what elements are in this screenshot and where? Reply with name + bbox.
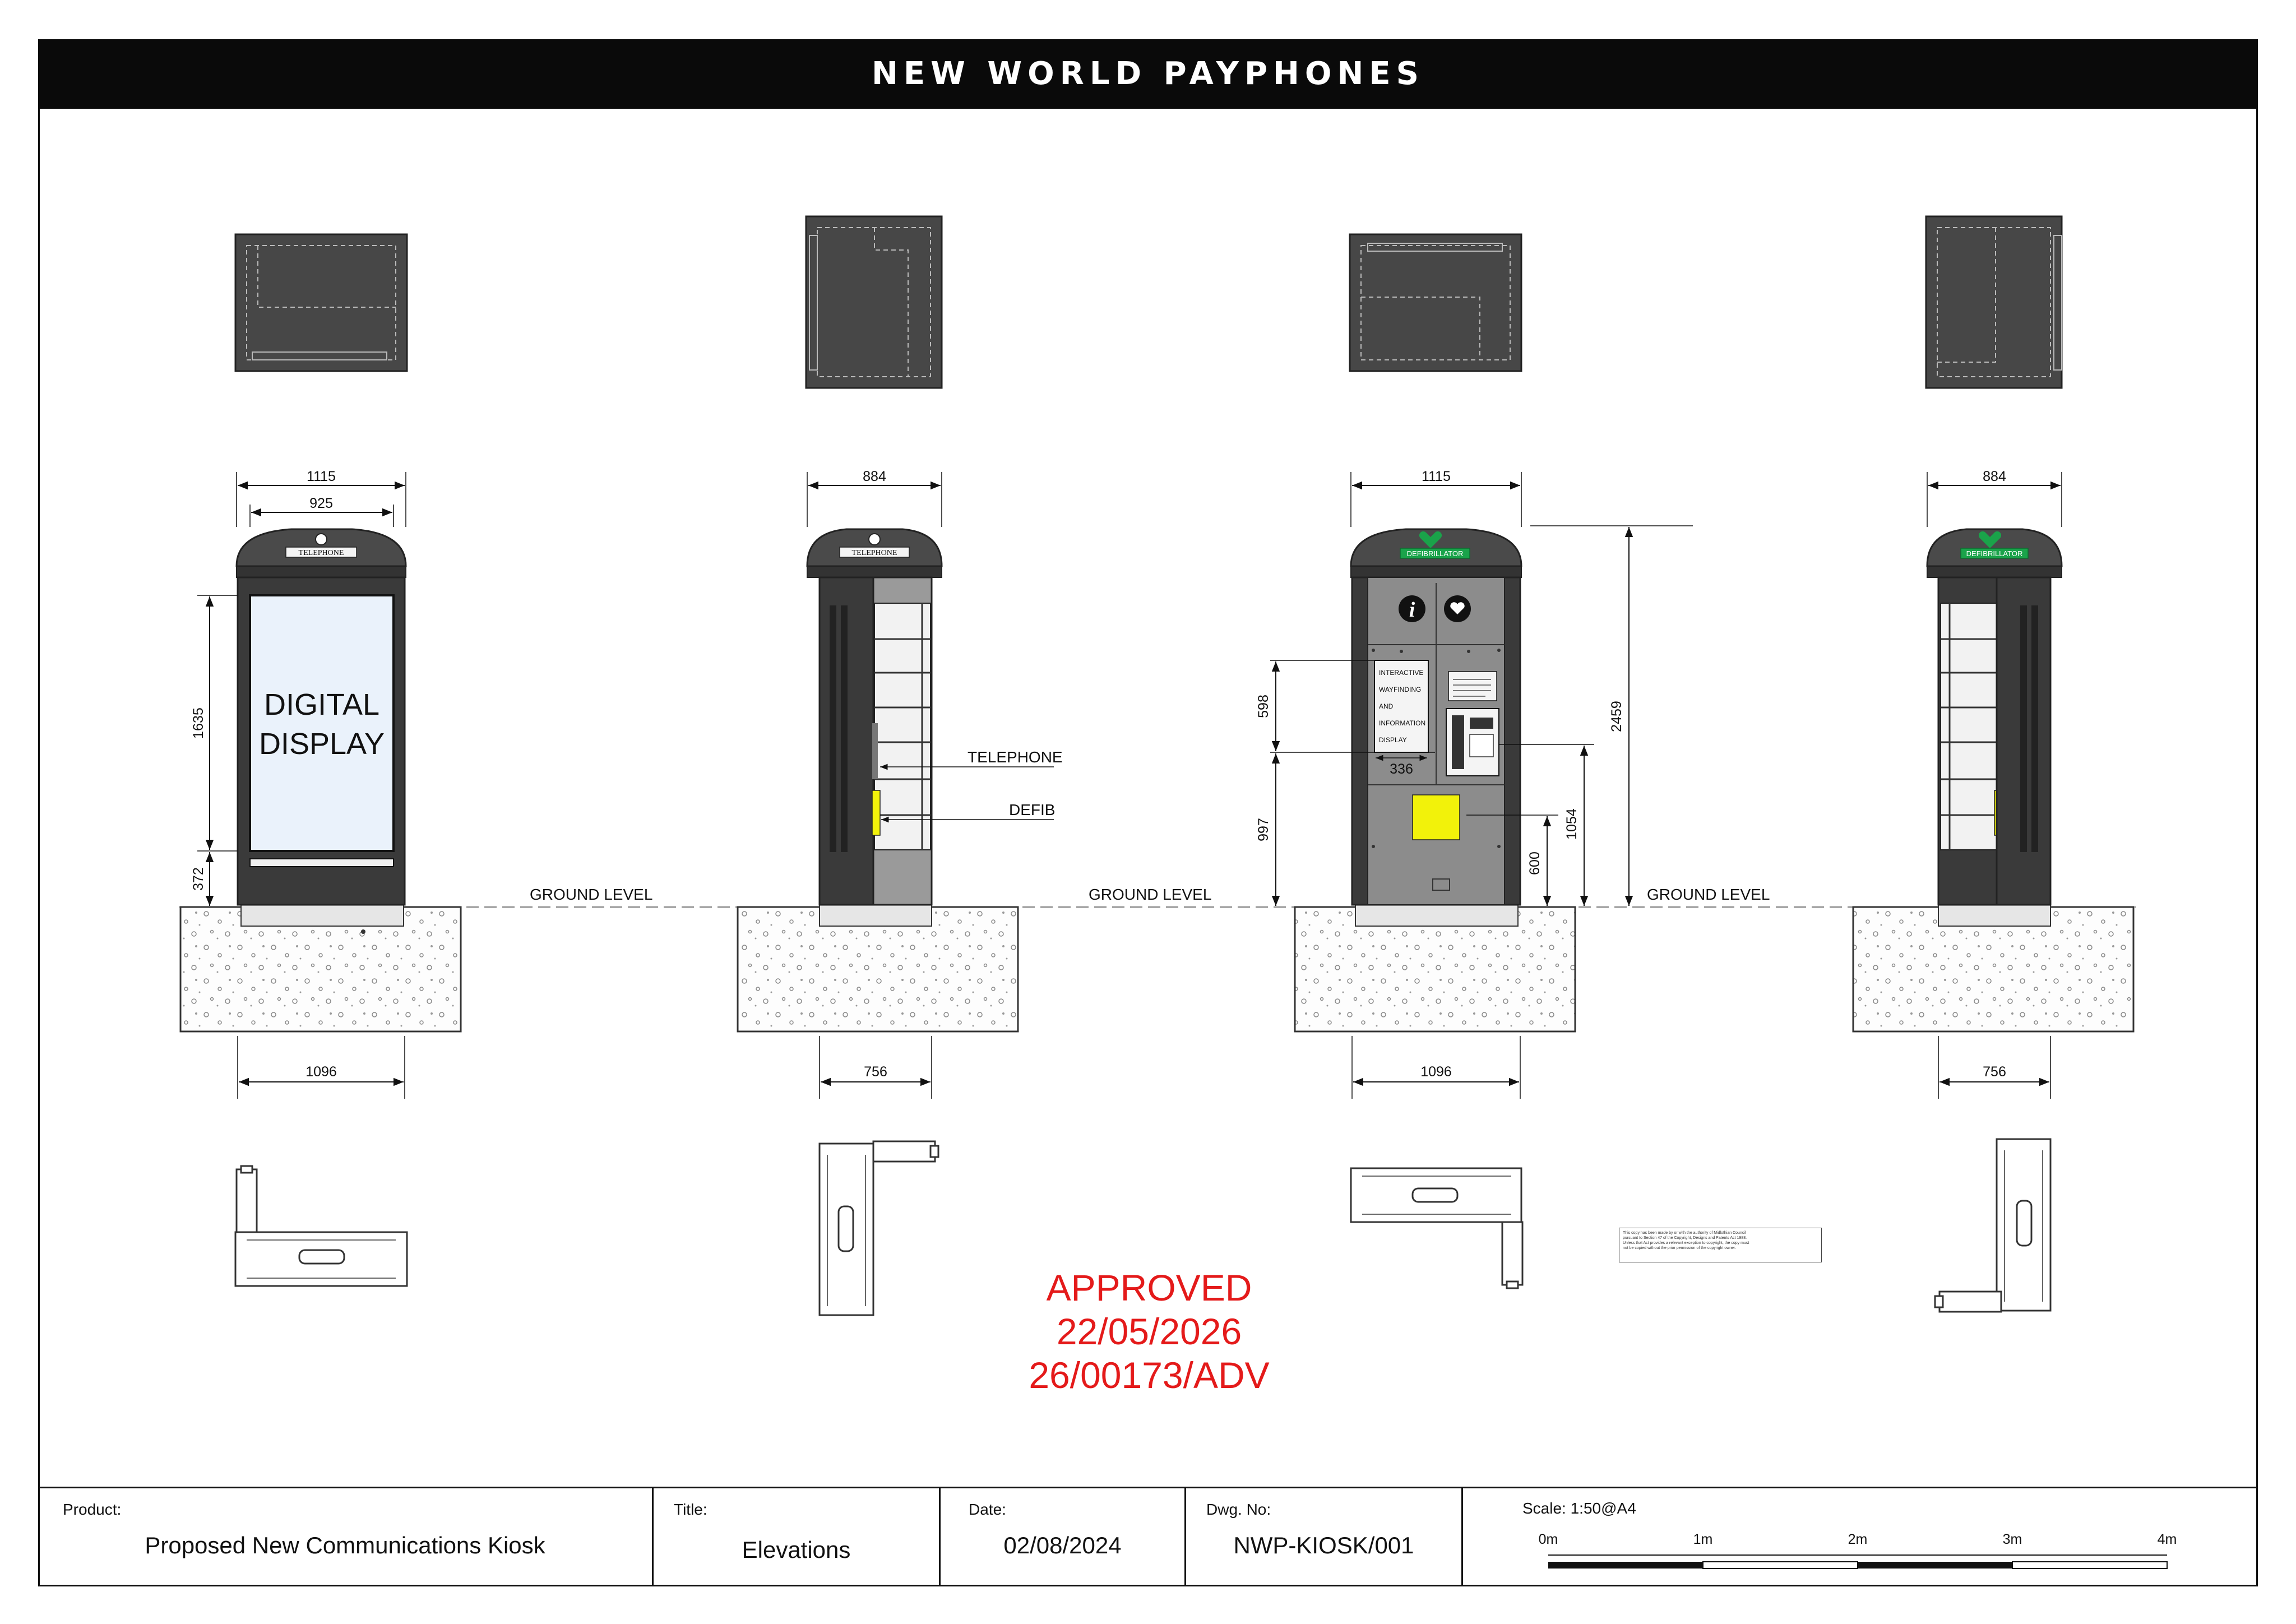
info-icon: [315, 533, 327, 545]
dims-kiosk-2: 884 TELEPHONE DEFIB 756: [807, 469, 1063, 1099]
stamp-date: 22/05/2026: [1056, 1311, 1242, 1352]
scale-tick-1: 1m: [1693, 1532, 1713, 1547]
defib-unit-front: [1412, 794, 1460, 840]
scale-bar: 0m 1m 2m 3m 4m: [1539, 1532, 2177, 1569]
dwg-label: Dwg. No:: [1206, 1501, 1271, 1518]
title-block: Product: Proposed New Communications Kio…: [38, 1487, 2258, 1586]
foundation-2: [737, 906, 1019, 1033]
header-title: NEW WORLD PAYPHONES: [872, 55, 1424, 92]
scale-label: Scale: 1:50@A4: [1522, 1500, 1636, 1517]
display-text-line1: DIGITAL: [264, 688, 379, 721]
dim-756-b: 756: [1983, 1064, 2006, 1080]
kiosk-sign: TELEPHONE: [299, 549, 344, 557]
foundation-4: [1852, 906, 2135, 1033]
kiosk-front-digital: TELEPHONE DIGITAL DISPLAY: [235, 528, 407, 934]
callout-telephone: TELEPHONE: [968, 748, 1063, 766]
dim-1054: 1054: [1564, 808, 1580, 840]
plan-view-bottom-3: [1350, 1167, 1524, 1289]
dim-372: 372: [191, 867, 206, 891]
title-block-product: Product: Proposed New Communications Kio…: [38, 1488, 654, 1586]
display-text-line2: DISPLAY: [259, 727, 385, 761]
plan-view-bottom-2: [818, 1140, 939, 1316]
title-block-date: Date: 02/08/2024: [941, 1488, 1186, 1586]
kiosk-front-defib: DEFIBRILLATOR i INTERACTIVE WAYFINDING A…: [1350, 528, 1522, 927]
panel-text-2: WAYFINDING: [1379, 686, 1421, 693]
kiosk-side-telephone: TELEPHONE: [806, 528, 943, 927]
dims-kiosk-3: 1115 598 997 336 600 1054 2459 1096: [1256, 469, 1693, 1099]
defib-heart-icon: [1419, 531, 1442, 548]
dim-1115-a: 1115: [307, 469, 336, 484]
plan-view-top-3: [1349, 233, 1522, 372]
kiosk-sign: DEFIBRILLATOR: [1966, 549, 2023, 558]
dim-1096-a: 1096: [305, 1064, 337, 1080]
copyright-note: This copy has been made by or with the a…: [1619, 1228, 1822, 1262]
dim-1635: 1635: [191, 707, 206, 739]
header-bar: NEW WORLD PAYPHONES: [38, 39, 2258, 109]
ground-level-label-1: GROUND LEVEL: [530, 886, 652, 903]
title-block-dwg: Dwg. No: NWP-KIOSK/001: [1186, 1488, 1463, 1586]
title-block-title: Title: Elevations: [654, 1488, 941, 1586]
title-label: Title:: [674, 1501, 707, 1518]
dim-1115-b: 1115: [1422, 469, 1451, 484]
date-value: 02/08/2024: [1003, 1532, 1122, 1558]
scale-tick-3: 3m: [2003, 1532, 2022, 1547]
title-value: Elevations: [742, 1537, 851, 1563]
plan-view-top-1: [234, 233, 408, 372]
ground-level-label-2: GROUND LEVEL: [1089, 886, 1211, 903]
kiosk-sign: TELEPHONE: [852, 549, 897, 557]
callout-defib: DEFIB: [1009, 801, 1055, 818]
copyright-note-text: This copy has been made by or with the a…: [1623, 1231, 1749, 1250]
defib-heart-icon: [1978, 531, 2002, 548]
foundation-3: [1294, 906, 1576, 1033]
scale-tick-4: 4m: [2158, 1532, 2177, 1547]
panel-text-3: AND: [1379, 702, 1394, 710]
panel-text-5: DISPLAY: [1379, 736, 1407, 744]
scale-tick-0: 0m: [1539, 1532, 1558, 1547]
stamp-reference: 26/00173/ADV: [1029, 1354, 1270, 1396]
panel-text-1: INTERACTIVE: [1379, 669, 1423, 677]
product-value: Proposed New Communications Kiosk: [145, 1532, 545, 1558]
digital-display-panel: [249, 594, 395, 852]
dim-925: 925: [309, 496, 333, 511]
dim-2459: 2459: [1609, 701, 1624, 732]
dim-997: 997: [1256, 818, 1271, 841]
approval-stamp: APPROVED 22/05/2026 26/00173/ADV: [953, 1266, 1345, 1397]
foundation-1: [179, 906, 462, 1033]
defib-unit-side: [872, 790, 881, 836]
wayfinding-screen: [1374, 660, 1429, 753]
kiosk-sign: DEFIBRILLATOR: [1407, 549, 1464, 558]
info-icon: [868, 533, 881, 545]
dim-884-b: 884: [1983, 469, 2006, 484]
dwg-value: NWP-KIOSK/001: [1233, 1532, 1414, 1558]
panel-text-4: INFORMATION: [1379, 719, 1425, 727]
kiosk-side-defib: DEFIBRILLATOR: [1926, 528, 2063, 927]
date-label: Date:: [969, 1501, 1006, 1518]
dim-336: 336: [1390, 761, 1413, 777]
plan-view-top-4: [1925, 215, 2063, 389]
title-block-scale: Scale: 1:50@A4: [1463, 1488, 2258, 1586]
dim-1096-b: 1096: [1420, 1064, 1452, 1080]
dim-756-a: 756: [864, 1064, 887, 1080]
svg-text:i: i: [1409, 598, 1415, 622]
dims-kiosk-1: 1115 925 1635 372 1096: [191, 469, 406, 1099]
info-circle-icon: [1399, 595, 1425, 622]
scale-tick-2: 2m: [1848, 1532, 1868, 1547]
dims-kiosk-4: 884 756: [1927, 469, 2062, 1099]
dim-884-a: 884: [863, 469, 886, 484]
product-label: Product:: [63, 1501, 122, 1518]
plan-view-top-2: [805, 215, 943, 389]
dim-598: 598: [1256, 695, 1271, 718]
plan-view-bottom-1: [234, 1165, 408, 1287]
stamp-approved: APPROVED: [1046, 1267, 1252, 1308]
ground-level-label-3: GROUND LEVEL: [1647, 886, 1770, 903]
plan-view-bottom-4: [1934, 1138, 2052, 1313]
dim-600: 600: [1527, 852, 1543, 875]
